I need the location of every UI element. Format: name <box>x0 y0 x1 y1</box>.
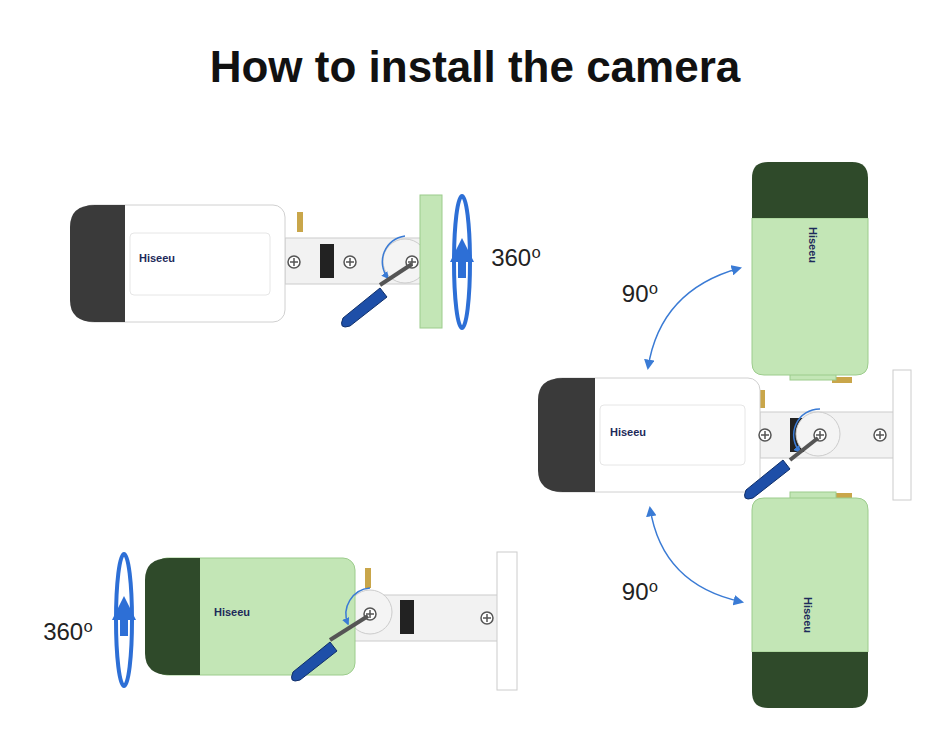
camera-top-left <box>70 195 474 328</box>
camera-bottom-left <box>112 552 517 690</box>
rotation-label: 360⁰ <box>43 618 93 646</box>
brand-logo: Hiseeu <box>807 227 819 263</box>
rotation-label: 360⁰ <box>491 244 541 272</box>
brand-logo: Hiseeu <box>139 252 175 264</box>
brand-logo: Hiseeu <box>802 597 814 633</box>
tilt-label: 90⁰ <box>622 578 658 606</box>
tilt-label: 90⁰ <box>622 280 658 308</box>
brand-logo: Hiseeu <box>214 606 250 618</box>
brand-logo: Hiseeu <box>610 426 646 438</box>
camera-right-group <box>538 162 911 708</box>
page-title: How to install the camera <box>210 42 741 92</box>
